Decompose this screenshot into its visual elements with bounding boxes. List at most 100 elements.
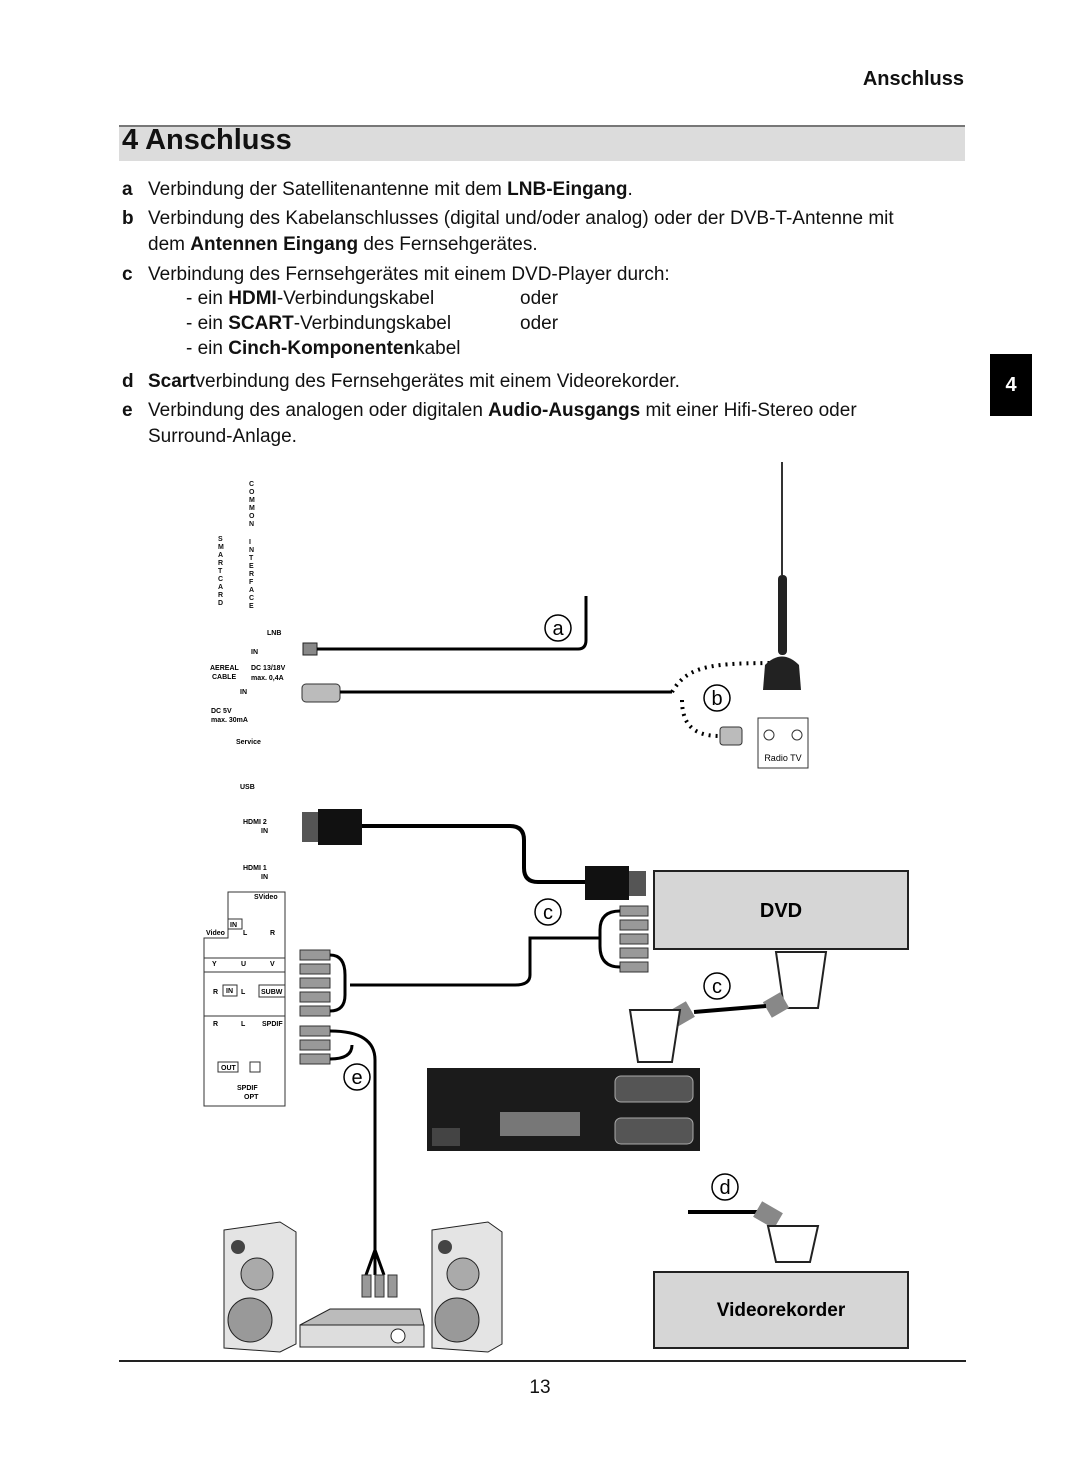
sub-text: - ein [186,288,229,309]
callout-b [703,684,731,712]
svg-text:I: I [249,539,251,546]
dc-lnb-max-label: max. 0,4A [251,675,284,682]
svideo-l-label: L [243,930,248,937]
svg-text:D: D [218,600,223,607]
sub-bold: SCART [228,313,294,334]
item-bold: LNB-Eingang [507,179,628,200]
sub-item-hdmi: - ein HDMI-Verbindungskabel [186,288,434,310]
scart-cable-dvd [628,951,828,1063]
svg-text:A: A [218,584,223,591]
list-item-e: e Verbindung des analogen oder digitalen… [122,398,857,450]
chapter-tab: 4 [990,354,1032,416]
svg-text:T: T [249,555,254,562]
sub-text: -Verbindungskabel [293,313,452,334]
hdmi1-label: HDMI 1 [243,865,267,872]
svg-text:F: F [249,579,254,586]
sub-item-scart-oder: oder [520,313,559,334]
dc-5v-label: DC 5V [211,708,232,715]
svg-text:C: C [249,481,254,488]
callout-c-scart [703,972,731,1000]
svg-text:A: A [218,552,223,559]
item-text: Verbindung des Fernsehgerätes mit einem … [148,264,670,285]
item-bold: Audio-Ausgangs [488,400,641,421]
spdif-label: SPDIF [262,1021,283,1028]
sub-bold: Cinch-Komponenten [228,338,416,359]
callout-d [711,1173,739,1201]
videorekorder [653,1271,909,1349]
list-item-b: b Verbindung des Kabelanschlusses (digit… [122,206,894,258]
hdmi2-label: HDMI 2 [243,819,267,826]
aereal-in-label: IN [240,689,247,696]
callout-e [343,1063,371,1091]
v-label: V [270,961,275,968]
audio-cable [299,1025,398,1298]
item-text: Verbindung des Kabelanschlusses (digital… [148,208,894,229]
scart-cable-vcr [688,1201,820,1263]
hifi-amplifier [299,1308,425,1348]
svg-text:E: E [249,563,254,570]
svg-text:M: M [218,544,224,551]
item-text: dem [148,234,191,255]
list-item-c: c Verbindung des Fernsehgerätes mit eine… [122,262,670,288]
page-number: 13 [529,1377,551,1398]
tv-back-panel-photo [427,1068,700,1151]
callout-a [544,614,572,642]
dvbt-antenna [763,462,801,690]
wall-socket [757,717,809,769]
svg-text:R: R [218,592,223,599]
out-label: OUT [221,1065,237,1072]
callout-a-text: a [552,618,564,640]
svg-text:M: M [249,505,255,512]
speaker-left [223,1221,297,1353]
callout-c-component-text: c [543,902,553,924]
svg-text:N: N [249,547,254,554]
svg-text:C: C [249,595,254,602]
callout-b-text: b [711,688,722,710]
callout-c-component [534,898,562,926]
list-item-a: a Verbindung der Satellitenantenne mit d… [122,177,633,203]
item-text: Verbindung der Satellitenantenne mit dem [148,179,508,200]
item-text: Verbindung des analogen oder digitalen [148,400,489,421]
svg-text:N: N [249,521,254,528]
item-text: verbindung des Fernsehgerätes mit einem … [195,371,680,392]
svideo-r-label: R [270,930,275,937]
dotted-cable-socket [680,699,721,738]
lnb-label: LNB [267,630,281,637]
component-cable [299,905,649,1017]
item-text: mit einer Hifi-Stereo oder [640,400,857,421]
item-letter: c [122,264,133,285]
spdif-opt-label-2: OPT [244,1094,259,1101]
sub-item-hdmi-oder: oder [520,288,559,309]
socket-radio [763,729,775,741]
chapter-title: 4 Anschluss [122,124,292,156]
item-text: Surround-Anlage. [148,426,297,447]
sub-bold: HDMI [228,288,277,309]
sub-item-cinch: - ein Cinch-Komponentenkabel [186,338,461,360]
svg-text:E: E [249,603,254,610]
callout-c-scart-text: c [712,976,722,998]
antenna-cable [301,683,672,703]
lnb-in-label: IN [251,649,258,656]
av-panel [203,891,286,1107]
chapter-title-bar [119,125,965,161]
svg-text:R: R [218,560,223,567]
comp-l-label: L [241,989,246,996]
socket-tv [791,729,803,741]
lnb-cable [302,596,588,656]
svg-text:O: O [249,513,255,520]
item-letter: e [122,400,133,421]
running-header: Anschluss [862,68,964,90]
antenna-plug [719,726,743,746]
sub-text: - ein [186,313,229,334]
dc-5v-max-label: max. 30mA [211,717,248,724]
out-l-label: L [241,1021,246,1028]
hdmi1-in-label: IN [261,874,268,881]
footer-rule [119,1360,966,1362]
svg-text:T: T [218,568,223,575]
av-in-label: IN [230,922,237,929]
comp-in-label: IN [226,988,233,995]
svg-text:M: M [249,497,255,504]
sub-text: -Verbindungskabel [276,288,435,309]
